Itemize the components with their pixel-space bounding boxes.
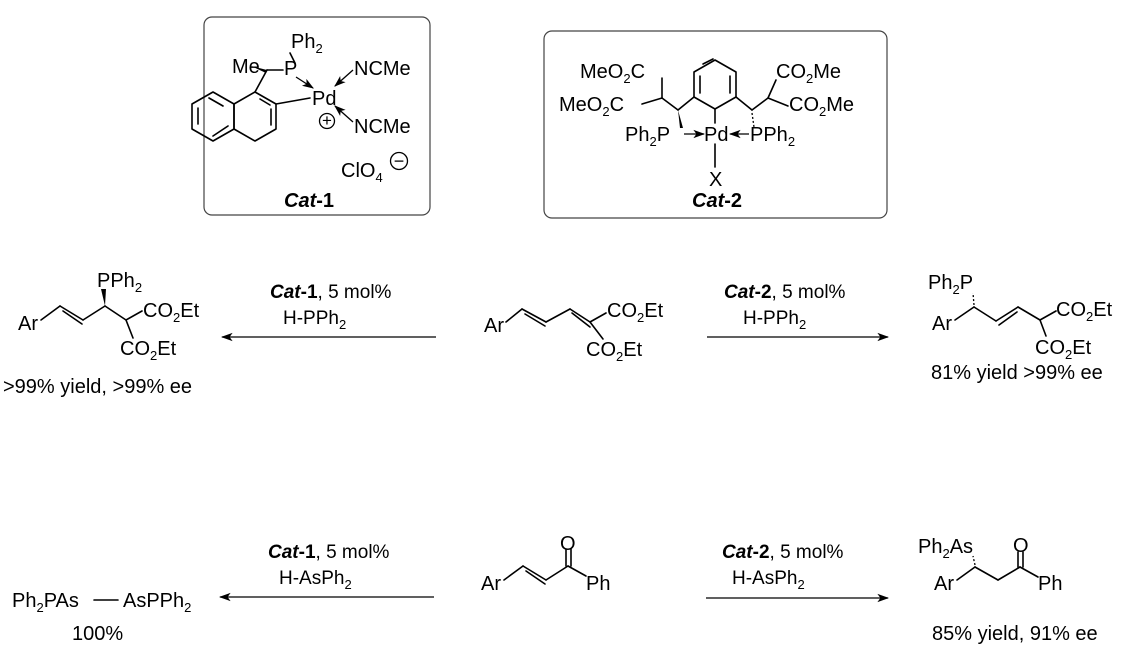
r1-lp-result: >99% yield, >99% ee bbox=[3, 376, 192, 398]
cat1-palladium: Pd bbox=[312, 88, 336, 110]
r2-rp-oxygen: O bbox=[1013, 535, 1029, 557]
cat2-meo2c-bottom: MeO2C bbox=[559, 94, 624, 119]
cat2-pph2: PPh2 bbox=[750, 124, 795, 149]
r1-rp-ar: Ar bbox=[932, 313, 952, 335]
cat1-pph2: Ph2 bbox=[291, 31, 323, 56]
r2-left-reagent: H-AsPh2 bbox=[279, 568, 352, 592]
reaction-2-left-product: Ph2PAs AsPPh2 100% bbox=[12, 590, 191, 645]
cat2-ph2p: Ph2P bbox=[625, 124, 670, 149]
reaction-1-substrate: Ar CO2Et CO2Et bbox=[484, 300, 664, 364]
cat2-co2me-top: CO2Me bbox=[776, 61, 841, 86]
reaction-1-left-product: Ar PPh2 CO2Et CO2Et >99% yield, >99% ee bbox=[3, 270, 200, 398]
r1-lp-pph2: PPh2 bbox=[97, 270, 142, 295]
naphthalene-ring bbox=[191, 91, 277, 142]
r2-right-catalyst: Cat-2, 5 mol% bbox=[722, 542, 844, 563]
r2-lp-result: 100% bbox=[72, 623, 123, 645]
r1-left-reagent: H-PPh2 bbox=[283, 308, 346, 332]
r1-rp-result: 81% yield >99% ee bbox=[931, 362, 1103, 384]
r2-rp-ph: Ph bbox=[1038, 573, 1062, 595]
r2-rp-result: 85% yield, 91% ee bbox=[932, 623, 1098, 645]
cat1-ncme-bottom: NCMe bbox=[354, 116, 411, 138]
r1-right-catalyst: Cat-2, 5 mol% bbox=[724, 282, 846, 303]
cat2-meo2c-top: MeO2C bbox=[580, 61, 645, 86]
r1-sub-co2et-1: CO2Et bbox=[607, 300, 664, 325]
r2-left-catalyst: Cat-1, 5 mol% bbox=[268, 542, 390, 563]
negative-charge: − bbox=[394, 151, 405, 171]
r2-sub-ph: Ph bbox=[586, 573, 610, 595]
r2-right-reagent: H-AsPh2 bbox=[732, 568, 805, 592]
reaction-1: Ar CO2Et CO2Et Cat-1, 5 mol% H-PPh2 Cat-… bbox=[3, 270, 1113, 398]
catalyst-1-structure: Ph2 P Me Pd NCMe NCMe + ClO4 − Cat-1 bbox=[191, 16, 431, 216]
cat1-ncme-top: NCMe bbox=[354, 58, 411, 80]
r1-right-reagent: H-PPh2 bbox=[743, 308, 806, 332]
r1-rp-co2et-2: CO2Et bbox=[1035, 337, 1092, 362]
catalyst-1-frame bbox=[203, 16, 431, 216]
catalyst-2-label: Cat-2 bbox=[692, 190, 742, 212]
positive-charge-circle bbox=[318, 112, 336, 130]
reaction-2: Ar O Ph Cat-1, 5 mol% H-AsPh2 Cat-2, 5 m… bbox=[12, 533, 1098, 645]
r1-lp-co2et-2: CO2Et bbox=[120, 338, 177, 363]
cat1-phosphorus: P bbox=[284, 58, 297, 80]
cat2-x-ligand: X bbox=[709, 169, 722, 191]
catalyst-2-frame bbox=[543, 30, 888, 219]
r1-lp-ar: Ar bbox=[18, 313, 38, 335]
r1-sub-co2et-2: CO2Et bbox=[586, 339, 643, 364]
reaction-1-right-product: Ph2P Ar CO2Et CO2Et 81% yield >99% ee bbox=[928, 272, 1113, 384]
r2-sub-ar: Ar bbox=[481, 573, 501, 595]
r2-rp-ph2as: Ph2As bbox=[918, 536, 973, 561]
positive-charge: + bbox=[322, 111, 332, 130]
perchlorate-anion: ClO4 bbox=[341, 160, 383, 185]
negative-charge-circle bbox=[389, 151, 409, 171]
r1-left-catalyst: Cat-1, 5 mol% bbox=[270, 282, 392, 303]
catalyst-2-structure: MeO2C MeO2C CO2Me CO2Me Ph2P Pd PPh2 X C… bbox=[543, 30, 888, 219]
reaction-2-substrate: Ar O Ph bbox=[481, 533, 610, 595]
r1-rp-ph2p: Ph2P bbox=[928, 272, 973, 297]
r1-rp-co2et-1: CO2Et bbox=[1056, 299, 1113, 324]
r1-lp-co2et-1: CO2Et bbox=[143, 300, 200, 325]
catalyst-1-label: Cat-1 bbox=[284, 190, 334, 212]
r2-sub-oxygen: O bbox=[560, 533, 576, 555]
cat2-palladium: Pd bbox=[704, 124, 728, 146]
r2-lp-right-fragment: AsPPh2 bbox=[123, 590, 191, 615]
cat2-co2me-bottom: CO2Me bbox=[789, 94, 854, 119]
r2-lp-left-fragment: Ph2PAs bbox=[12, 590, 79, 615]
r2-rp-ar: Ar bbox=[934, 573, 954, 595]
r1-sub-ar: Ar bbox=[484, 315, 504, 337]
cat1-methyl: Me bbox=[232, 56, 260, 78]
reaction-2-right-product: Ph2As Ar O Ph 85% yield, 91% ee bbox=[918, 535, 1098, 645]
